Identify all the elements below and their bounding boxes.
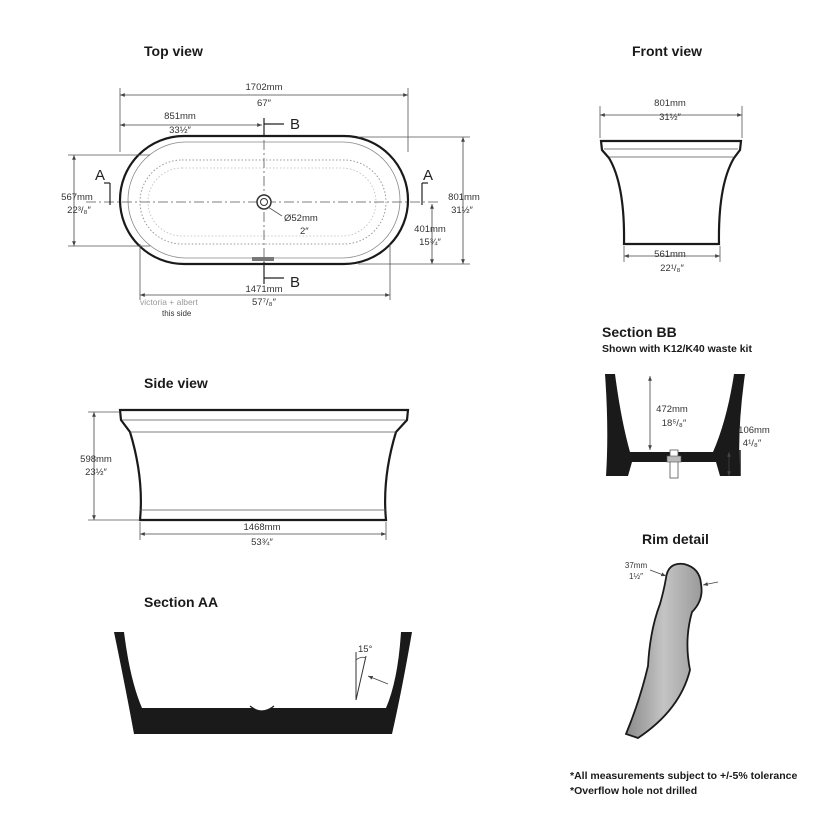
front-view: Front view 801mm 31½″ 561mm 22¹/₈″: [599, 43, 743, 274]
top-waste-diameter-in: 2″: [300, 226, 309, 237]
rim-thickness-in: 1½″: [629, 572, 643, 581]
top-width-in: 31½″: [451, 205, 473, 216]
top-inner-width: 567mm: [61, 192, 93, 203]
rim-detail: Rim detail 37mm 1½″: [624, 531, 719, 739]
section-aa-angle: 15°: [358, 644, 373, 655]
top-overall-length-in: 67″: [257, 98, 272, 109]
top-half-length: 851mm: [164, 111, 196, 122]
section-b-label-bottom: B: [290, 274, 300, 291]
top-overall-length: 1702mm: [246, 82, 283, 93]
brand-note: this side: [162, 309, 192, 318]
side-height-in: 23½″: [85, 467, 107, 478]
top-width: 801mm: [448, 192, 480, 203]
side-view: Side view 598mm 23½″ 1468mm 53¾″: [80, 375, 410, 548]
front-top-width: 801mm: [654, 98, 686, 109]
bb-depth: 472mm: [656, 404, 688, 415]
top-waste-diameter: Ø52mm: [284, 213, 318, 224]
top-view: Top view 1702mm 67″ 851mm 33½″ B Ø52mm 2…: [61, 43, 480, 318]
side-base-length-in: 53¾″: [251, 537, 273, 548]
notes: *All measurements subject to +/-5% toler…: [570, 770, 797, 797]
top-half-width-in: 15¾″: [419, 237, 441, 248]
top-half-width: 401mm: [414, 224, 446, 235]
brand-logo: victoria + albert: [140, 297, 199, 307]
rim-profile: [624, 562, 703, 739]
section-a-label-left: A: [95, 167, 105, 184]
top-view-title: Top view: [144, 43, 203, 59]
side-view-title: Side view: [144, 375, 208, 391]
front-view-outline: [599, 139, 743, 246]
bb-depth-in: 18⁵/₈″: [662, 418, 687, 429]
rim-thickness: 37mm: [625, 561, 648, 570]
section-aa: Section AA 15°: [114, 594, 412, 734]
rim-detail-title: Rim detail: [642, 531, 709, 547]
section-bb-subtitle: Shown with K12/K40 waste kit: [602, 343, 752, 355]
bb-waste-height: 106mm: [738, 425, 770, 436]
note-tolerance: *All measurements subject to +/-5% toler…: [570, 770, 797, 782]
front-base-width: 561mm: [654, 249, 686, 260]
top-inner-width-in: 22³/₈″: [67, 205, 91, 216]
front-top-width-in: 31½″: [659, 112, 681, 123]
note-overflow: *Overflow hole not drilled: [570, 785, 697, 797]
section-bb: Section BB Shown with K12/K40 waste kit …: [602, 324, 770, 479]
front-view-title: Front view: [632, 43, 702, 59]
top-base-length: 1471mm: [246, 284, 283, 295]
section-aa-shape: [114, 632, 412, 734]
top-base-length-in: 57⁷/₈″: [252, 297, 277, 308]
section-aa-title: Section AA: [144, 594, 218, 610]
section-a-label-right: A: [423, 167, 433, 184]
side-view-outline: [118, 408, 410, 522]
section-b-label-top: B: [290, 116, 300, 133]
side-base-length: 1468mm: [244, 522, 281, 533]
side-height: 598mm: [80, 454, 112, 465]
section-bb-title: Section BB: [602, 324, 677, 340]
front-base-width-in: 22¹/₈″: [660, 263, 684, 274]
bb-waste-height-in: 4¹/₈″: [743, 438, 762, 449]
top-half-length-in: 33½″: [169, 125, 191, 136]
